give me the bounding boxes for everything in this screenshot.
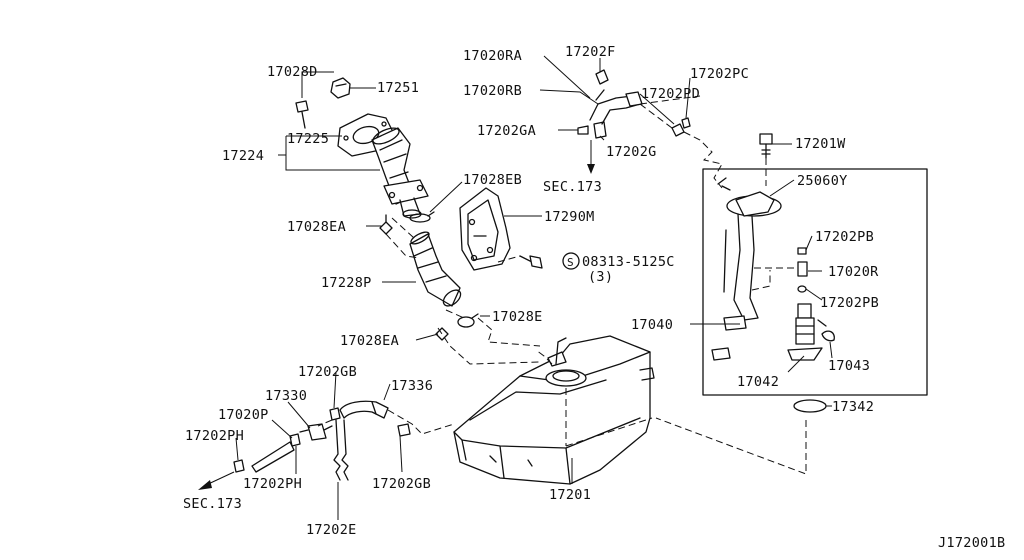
hose-17336 [339, 400, 389, 419]
diagram-id: J172001B [938, 535, 1005, 551]
clamp-17202GB-bottom [397, 423, 411, 437]
filler-guide-lines [385, 217, 541, 365]
tank-guide-lines [535, 349, 653, 447]
label-17251: 17251 [377, 80, 419, 96]
screw-08313-5125C: S [519, 252, 580, 270]
label-17028E: 17028E [492, 309, 543, 325]
label-17028EB: 17028EB [463, 172, 522, 188]
label-17040: 17040 [631, 317, 673, 333]
label-08313-5125C: 08313-5125C [582, 254, 675, 270]
clamp-17202G [593, 121, 607, 139]
gasket-17342 [793, 399, 827, 413]
label-25060Y: 25060Y [797, 173, 848, 189]
fuel-tank-17201 [453, 335, 655, 485]
arrow-sec173-top [587, 140, 595, 174]
hose-guide-lines [317, 409, 455, 435]
label-17020RB: 17020RB [463, 83, 522, 99]
label-17202PH-b: 17202PH [243, 476, 302, 492]
label-17020P: 17020P [218, 407, 269, 423]
label-17028EA-lower: 17028EA [340, 333, 399, 349]
label-sec173-top: SEC.173 [543, 179, 602, 195]
vent-guide-lines [639, 95, 723, 189]
hose-17020P [251, 441, 295, 473]
label-17342: 17342 [832, 399, 874, 415]
module-box [702, 168, 928, 396]
filler-neck-17224 [371, 127, 429, 219]
clamp-17028E [457, 313, 479, 328]
label-17202PB-a: 17202PB [815, 229, 874, 245]
svg-text:S: S [567, 256, 574, 269]
label-17028D: 17028D [267, 64, 318, 80]
filler-cap-17251 [330, 77, 351, 99]
clamp-17202GA [577, 125, 589, 135]
label-17020RA: 17020RA [463, 48, 522, 64]
arrow-sec173-bottom [198, 471, 235, 490]
label-17202PC: 17202PC [690, 66, 749, 82]
label-17202PH-a: 17202PH [185, 428, 244, 444]
label-17202PB-b: 17202PB [820, 295, 879, 311]
clamp-17028EB [409, 211, 435, 223]
leader-lines [235, 55, 833, 520]
clip-17043 [821, 330, 835, 342]
label-17020R: 17020R [828, 264, 879, 280]
clamp-17202PB-b [797, 285, 807, 293]
label-08313-qty: (3) [588, 269, 613, 285]
label-17201: 17201 [549, 487, 591, 503]
fuel-filter-17330 [299, 423, 333, 441]
clamp-17202F [595, 69, 609, 85]
label-17202E: 17202E [306, 522, 357, 538]
label-17225: 17225 [287, 131, 329, 147]
label-sec173-bottom: SEC.173 [183, 496, 242, 512]
label-17201W: 17201W [795, 136, 846, 152]
clamp-17202PB-a [797, 247, 807, 255]
label-17202PD: 17202PD [641, 86, 700, 102]
label-17202G: 17202G [606, 144, 657, 160]
clamp-17028EA-lower [435, 327, 449, 341]
clamp-17202GB-top [329, 407, 341, 421]
bolt-17201W [759, 133, 773, 159]
gauge-unit-25060Y [711, 177, 782, 361]
label-17202GB-top: 17202GB [298, 364, 357, 380]
label-17202GA: 17202GA [477, 123, 536, 139]
label-17330: 17330 [265, 388, 307, 404]
fuel-pump-17042 [787, 303, 827, 361]
label-17028EA-upper: 17028EA [287, 219, 346, 235]
label-17202GB-bottom: 17202GB [372, 476, 431, 492]
tube-17202E [333, 419, 349, 481]
filler-hose-17228P [409, 231, 462, 307]
clamp-17202PH [233, 433, 301, 473]
module-guide-lines [647, 158, 807, 475]
label-17336: 17336 [391, 378, 433, 394]
label-17228P: 17228P [321, 275, 372, 291]
hose-17020R [797, 261, 808, 277]
label-17043: 17043 [828, 358, 870, 374]
vent-tube-17020RB [589, 89, 643, 125]
label-17202F: 17202F [565, 44, 616, 60]
bolt-17028D [295, 100, 309, 129]
label-17290M: 17290M [544, 209, 595, 225]
label-17224: 17224 [222, 148, 264, 164]
part-labels: 17028D 17251 17225 17224 17028EB 17028EA… [183, 44, 1005, 551]
label-17042: 17042 [737, 374, 779, 390]
protector-17290M [459, 187, 511, 271]
clamp-17028EA-upper [379, 214, 393, 235]
filler-guide-lines-2 [477, 255, 541, 347]
